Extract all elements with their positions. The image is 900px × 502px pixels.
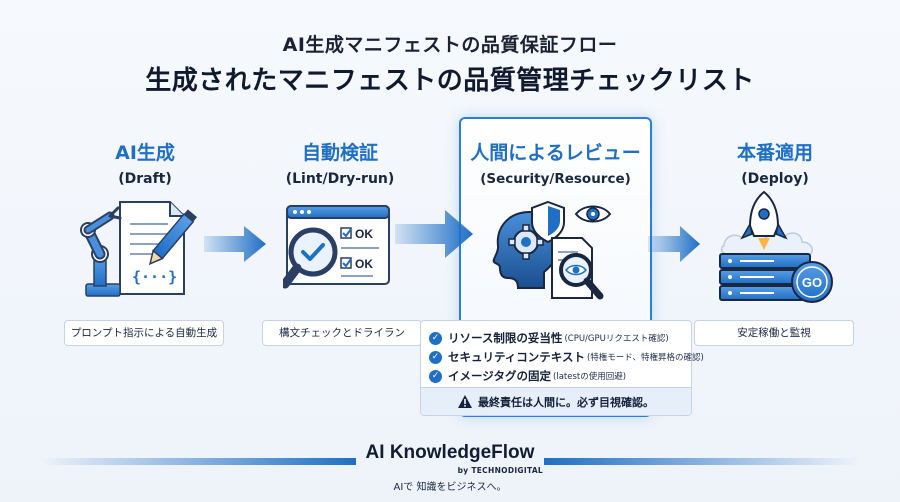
header-title: AI生成マニフェストの品質保証フロー [282, 34, 618, 56]
stage-deploy: 本番適用 (Deploy) [690, 138, 860, 187]
rocket-server-icon: GO [719, 190, 833, 303]
stage-caption: 安定稼働と監視 [694, 320, 854, 346]
check-icon: ✓ [429, 331, 442, 345]
brand-logo-text: AI KnowledgeFlow [365, 442, 535, 463]
stage-name: 本番適用 [736, 142, 813, 164]
svg-text:{···}: {···} [132, 268, 177, 286]
checklist-item-main: セキュリティコンテキスト [448, 350, 585, 364]
checklist-item: ✓ イメージタグの固定 (latestの使用回避) [429, 368, 626, 384]
stage-caption: プロンプト指示による自動生成 [64, 320, 224, 346]
header-subtitle: 生成されたマニフェストの品質管理チェックリスト [145, 66, 755, 96]
review-checklist: ✓ リソース制限の妥当性 (CPU/GPUリクエスト確認) ✓ セキュリティコン… [420, 320, 704, 416]
stage-name: 人間によるレビュー [470, 142, 641, 164]
footer-bar-right [544, 458, 860, 465]
stage-caption: 構文チェックとドライラン [262, 320, 422, 346]
stage-sub: (Draft) [118, 171, 172, 187]
robot-arm-document-icon: {···} [80, 201, 198, 297]
checklist-item: ✓ リソース制限の妥当性 (CPU/GPUリクエスト確認) [429, 330, 669, 346]
warning-strip: 最終責任は人間に。必ず目視確認。 [421, 387, 691, 415]
ok-label: OK [355, 227, 373, 241]
stage-sub: (Deploy) [741, 171, 809, 187]
stage-name: 自動検証 [301, 142, 378, 164]
flow-arrow-1 [204, 226, 266, 262]
check-icon: ✓ [429, 369, 442, 383]
warning-text: 最終責任は人間に。必ず目視確認。 [478, 395, 654, 409]
stage-sub: (Security/Resource) [480, 171, 631, 187]
flow-arrow-3 [648, 226, 700, 262]
flow-arrow-2 [395, 210, 473, 258]
checklist-item-note: (CPU/GPUリクエスト確認) [564, 334, 669, 344]
stage-auto-verify: 自動検証 (Lint/Dry-run) [255, 138, 425, 187]
go-label: GO [802, 275, 822, 290]
footer-bar-left [40, 458, 356, 465]
checklist-item-note: (latestの使用回避) [553, 372, 627, 382]
check-icon: ✓ [429, 350, 442, 364]
human-review-icon [492, 200, 612, 300]
magnifier-check-icon: OK OK [283, 205, 390, 289]
stage-human-review: 人間によるレビュー (Security/Resource) [463, 138, 648, 187]
brand-tagline: AIで 知識をビジネスへ。 [393, 482, 507, 493]
checklist-item-main: イメージタグの固定 [448, 369, 552, 383]
ok-label: OK [355, 257, 373, 271]
checklist-item-note: (特権モード、特権昇格の確認) [586, 353, 704, 363]
checklist-item: ✓ セキュリティコンテキスト (特権モード、特権昇格の確認) [429, 349, 704, 365]
warning-icon [458, 395, 472, 408]
brand-byline: by TECHNODIGITAL [457, 466, 543, 475]
stage-ai-generate: AI生成 (Draft) [60, 138, 230, 187]
checklist-item-main: リソース制限の妥当性 [448, 331, 563, 345]
stage-name: AI生成 [115, 142, 175, 164]
stage-sub: (Lint/Dry-run) [285, 171, 395, 187]
